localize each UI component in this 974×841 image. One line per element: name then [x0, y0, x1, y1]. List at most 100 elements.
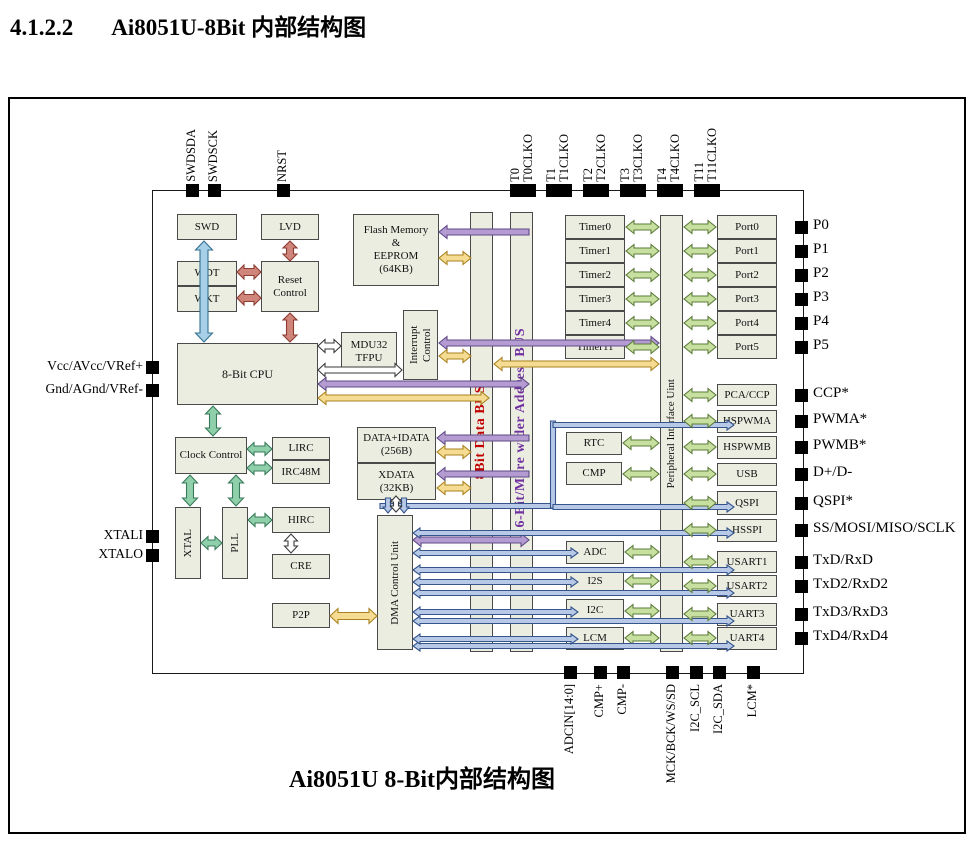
block-swd-label: SWD [194, 220, 220, 233]
pin-label-cmp: CMP- [615, 684, 629, 715]
pin-t2clko [595, 183, 609, 197]
block-timer3: Timer3 [565, 287, 625, 311]
block-data-bus: 8Bit Data BUS [470, 212, 493, 652]
pin-label-pwma: PWMA* [813, 411, 868, 427]
block-peripheral-4-label: QSPI [735, 496, 759, 509]
pin-txd4-rxd4 [794, 631, 808, 645]
figure-frame: Ai8051U 8-Bit内部结构图 [8, 97, 966, 834]
block-reset-control-label: Reset Control [273, 273, 307, 299]
pin-i2c-sda [712, 665, 726, 679]
block-port0: Port0 [717, 215, 777, 239]
pin-mck-bck-ws-sd [665, 665, 679, 679]
pin-label-swdsda: SWDSDA [184, 129, 198, 182]
pin-label-i2c-sda: I2C_SDA [711, 684, 725, 735]
pin-label-txd4-rxd4: TxD4/RxD4 [813, 628, 888, 644]
block-cre-label: CRE [290, 560, 312, 573]
pin-pwmb [794, 440, 808, 454]
block-peripheral-5: HSSPI [717, 519, 777, 542]
block-interrupt-control: Interrupt Control [403, 310, 438, 380]
block-peripheral-3: USB [717, 463, 777, 486]
block-timer0: Timer0 [565, 215, 625, 239]
block-timer2: Timer2 [565, 263, 625, 287]
block-peripheral-1-label: HSPWMA [722, 415, 772, 428]
block-port4: Port4 [717, 311, 777, 335]
block-peripheral-7: USART2 [717, 575, 777, 597]
block-xtal-label: XTAL [181, 528, 194, 558]
pin-ss-mosi-miso-sclk [794, 523, 808, 537]
block-dma-control-unit-label: DMA Control Unit [388, 540, 401, 625]
pin-xtalo [145, 548, 159, 562]
block-peripheral-6: USART1 [717, 551, 777, 573]
block-timer5-label: Timer11 [576, 340, 614, 353]
block-xdata: XDATA (32KB) [357, 463, 436, 500]
block-pll: PLL [222, 507, 248, 579]
block-peripheral-1: HSPWMA [717, 410, 777, 433]
block-piu-label: Peripheral Interface Uint [665, 378, 678, 489]
pin-xtali [145, 529, 159, 543]
block-swd: SWD [177, 214, 237, 240]
pin-label-t11clko: T11CLKO [705, 128, 719, 182]
pin-p2 [794, 268, 808, 282]
pin-t1 [545, 183, 559, 197]
block-port3-label: Port3 [735, 292, 759, 305]
block-peripheral-8-label: UART3 [729, 608, 765, 621]
block-i2c-label: I2C [586, 604, 604, 617]
block-data-idata-label: DATA+IDATA (256B) [363, 432, 430, 457]
pin-p3 [794, 292, 808, 306]
pin-vcc-avcc-vref [145, 360, 159, 374]
pin-label-p0: P0 [813, 217, 829, 233]
pin-swdsck [207, 183, 221, 197]
block-xtal: XTAL [175, 507, 201, 579]
section-number: 4.1.2.2 [10, 15, 74, 40]
pin-pwma [794, 414, 808, 428]
block-timer1: Timer1 [565, 239, 625, 263]
block-cmp-label: CMP [582, 467, 606, 480]
pin-label-t0clko: T0CLKO [521, 134, 535, 182]
block-lvd-label: LVD [279, 220, 301, 233]
pin-label-t1clko: T1CLKO [557, 134, 571, 182]
pin-p0 [794, 220, 808, 234]
pin-cmp [616, 665, 630, 679]
block-adc: ADC [566, 541, 624, 564]
pin-label-t4clko: T4CLKO [668, 134, 682, 182]
pin-label-pwmb: PWMB* [813, 437, 867, 453]
pin-label-p3: P3 [813, 289, 829, 305]
pin-d-d [794, 467, 808, 481]
block-peripheral-2-label: HSPWMB [723, 441, 771, 454]
block-mdu32-tfpu-label: MDU32 TFPU [350, 339, 388, 364]
block-xdata-label: XDATA (32KB) [378, 468, 415, 494]
pin-label-d-d: D+/D- [813, 464, 853, 480]
pin-cmp [593, 665, 607, 679]
pin-swdsda [185, 183, 199, 197]
block-interrupt-control-label: Interrupt Control [407, 325, 433, 365]
pin-t3 [619, 183, 633, 197]
block-i2c: I2C [566, 599, 624, 622]
block-timer4-label: Timer4 [579, 316, 611, 329]
pin-label-p4: P4 [813, 313, 829, 329]
block-peripheral-0-label: PCA/CCP [724, 388, 770, 401]
block-p2p-label: P2P [292, 609, 310, 622]
pin-p5 [794, 340, 808, 354]
block-port2: Port2 [717, 263, 777, 287]
pin-adcin-14-0 [563, 665, 577, 679]
block-rtc: RTC [566, 432, 622, 455]
pin-txd3-rxd3 [794, 607, 808, 621]
block-p2p: P2P [272, 603, 330, 628]
pin-label-txd-rxd: TxD/RxD [813, 552, 873, 568]
block-cpu-label: 8-Bit CPU [221, 366, 273, 381]
pin-t0 [509, 183, 523, 197]
block-timer5: Timer11 [565, 335, 625, 359]
block-flash-memory-label: Flash Memory & EEPROM (64KB) [363, 224, 429, 275]
block-lvd: LVD [261, 214, 319, 240]
block-adc-label: ADC [583, 546, 607, 559]
block-port5: Port5 [717, 335, 777, 359]
pin-label-p1: P1 [813, 241, 829, 257]
block-lcm: LCM [566, 627, 624, 650]
pin-t1clko [558, 183, 572, 197]
pin-label-i2c-scl: I2C_SCL [688, 684, 702, 732]
pin-label-p5: P5 [813, 337, 829, 353]
block-timer0-label: Timer0 [579, 220, 611, 233]
block-lcm-label: LCM [583, 632, 607, 645]
block-cmp: CMP [566, 462, 622, 485]
